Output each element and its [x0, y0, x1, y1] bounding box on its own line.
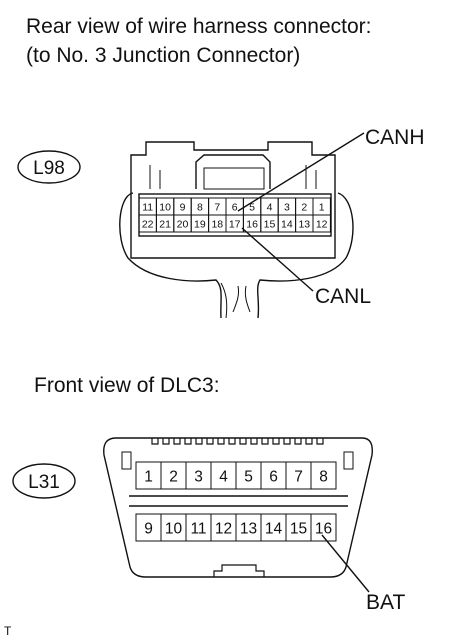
dlc3-pin-5: 5: [244, 469, 253, 486]
l98-wire-bundle: [119, 192, 354, 319]
dlc3-pin-14: 14: [265, 521, 283, 538]
footer-mark: T: [4, 624, 12, 638]
dlc3-pin-9: 9: [144, 521, 153, 538]
canl-label: CANL: [315, 285, 372, 308]
l98-pin-2: 2: [301, 202, 307, 214]
dlc3-pin-8: 8: [319, 469, 328, 486]
dlc3-pin-16: 16: [315, 521, 332, 538]
l98-pin-16: 16: [246, 219, 258, 231]
l98-connector-id: L98: [33, 158, 65, 179]
dlc3-pin-3: 3: [194, 469, 203, 486]
l98-pin-6: 6: [232, 202, 238, 214]
l98-pin-3: 3: [284, 202, 290, 214]
l98-pin-17: 17: [229, 219, 241, 231]
bat-leader-line: [321, 534, 370, 593]
l98-id-oval: [17, 150, 81, 184]
l98-pin-12: 12: [316, 219, 328, 231]
dlc3-pin-10: 10: [165, 521, 183, 538]
dlc3-pin-cell-8: [310, 461, 337, 490]
l98-pin-8: 8: [197, 202, 203, 214]
dlc3-housing: [103, 437, 373, 578]
dlc3-pin-12: 12: [215, 521, 232, 538]
l98-pin-5: 5: [249, 202, 255, 214]
l98-housing: [130, 141, 336, 259]
l31-id-oval: [12, 463, 76, 499]
canh-label: CANH: [365, 126, 425, 149]
dlc3-pin-7: 7: [294, 469, 303, 486]
l98-pin-9: 9: [180, 202, 186, 214]
l98-latch: [195, 154, 271, 189]
l98-pin-22: 22: [142, 219, 154, 231]
l98-pin-13: 13: [298, 219, 310, 231]
dlc3-pin-13: 13: [240, 521, 257, 538]
l98-pin-10: 10: [159, 202, 171, 214]
dlc3-pin-11: 11: [190, 521, 206, 538]
dlc3-pin-6: 6: [269, 469, 278, 486]
dlc3-pin-cell-16: [310, 513, 337, 542]
l98-pin-14: 14: [281, 219, 293, 231]
l98-pin-cell-12: [312, 214, 331, 233]
harness-caption-line1: Rear view of wire harness connector:: [26, 15, 372, 38]
l98-pin-19: 19: [194, 219, 206, 231]
dlc3-top-notches: [151, 438, 324, 445]
dlc3-pin-15: 15: [290, 521, 307, 538]
l98-pin-7: 7: [214, 202, 220, 214]
l98-pin-21: 21: [159, 219, 171, 231]
l98-pin-18: 18: [211, 219, 223, 231]
l98-pin-1: 1: [319, 202, 325, 214]
bat-label: BAT: [366, 591, 406, 614]
dlc3-caption: Front view of DLC3:: [34, 374, 220, 397]
dlc3-bottom-notches: [213, 564, 265, 577]
l98-pin-11: 11: [142, 202, 153, 214]
canl-leader-line: [241, 227, 314, 292]
dlc3-connector: [12, 437, 373, 593]
l98-pin-15: 15: [264, 219, 276, 231]
l98-pin-20: 20: [177, 219, 189, 231]
dlc3-pin-1: 1: [144, 469, 153, 486]
l31-connector-id: L31: [28, 472, 60, 493]
harness-caption-line2: (to No. 3 Junction Connector): [26, 44, 301, 67]
dlc3-pin-2: 2: [169, 469, 178, 486]
l98-pin-4: 4: [267, 202, 273, 214]
dlc3-pin-4: 4: [219, 469, 228, 486]
